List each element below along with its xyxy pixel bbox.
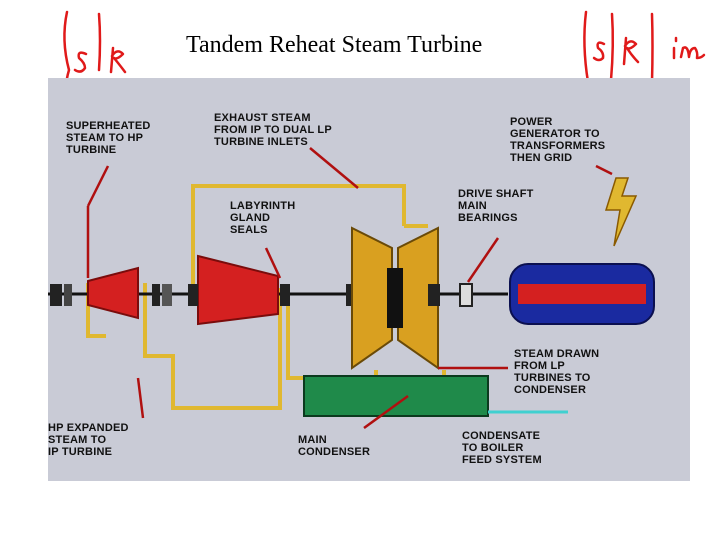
label-steam-drawn: STEAM DRAWN FROM LP TURBINES TO CONDENSE… xyxy=(514,348,600,396)
label-exhaust-steam: EXHAUST STEAM FROM IP TO DUAL LP TURBINE… xyxy=(214,112,332,148)
lp-bearing-right xyxy=(428,284,440,306)
ip-bearing-left xyxy=(188,284,198,306)
page-title: Tandem Reheat Steam Turbine xyxy=(186,32,483,58)
hp-turbine xyxy=(87,266,139,320)
generator xyxy=(509,263,655,325)
power-bolt-icon xyxy=(604,177,638,247)
generator-coupling xyxy=(459,283,473,307)
ip-bearing-right xyxy=(280,284,290,306)
label-main-condenser: MAIN CONDENSER xyxy=(298,434,371,458)
label-drive-shaft: DRIVE SHAFT MAIN BEARINGS xyxy=(458,188,534,224)
lp-center-block xyxy=(387,268,403,328)
label-labyrinth-seals: LABYRINTH GLAND SEALS xyxy=(230,200,296,236)
steam-turbine-diagram: SUPERHEATED STEAM TO HP TURBINE EXHAUST … xyxy=(48,78,690,481)
left-coupling xyxy=(50,284,172,306)
label-power-generator: POWER GENERATOR TO TRANSFORMERS THEN GRI… xyxy=(510,116,606,164)
handwritten-annotation-right xyxy=(583,10,706,84)
diagram-canvas xyxy=(48,78,690,481)
main-condenser xyxy=(303,375,489,417)
label-superheated-steam: SUPERHEATED STEAM TO HP TURBINE xyxy=(66,120,151,156)
lp-turbine-left xyxy=(351,226,393,370)
label-condensate: CONDENSATE TO BOILER FEED SYSTEM xyxy=(462,430,542,466)
leader-lines xyxy=(86,147,613,430)
label-hp-expanded: HP EXPANDED STEAM TO IP TURBINE xyxy=(48,422,129,458)
lp-turbine-right xyxy=(397,226,439,370)
